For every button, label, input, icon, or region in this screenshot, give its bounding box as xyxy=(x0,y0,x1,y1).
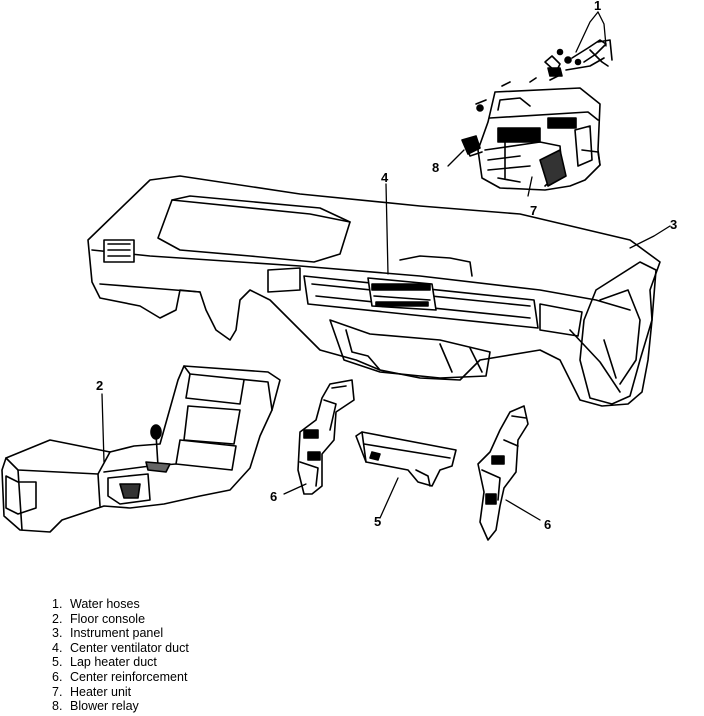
parts-legend: 1.Water hoses 2.Floor console 3.Instrume… xyxy=(52,597,189,714)
callout-2: 2 xyxy=(96,378,103,393)
callout-4: 4 xyxy=(381,170,389,185)
water-hoses xyxy=(501,39,613,87)
legend-item: 3.Instrument panel xyxy=(52,626,164,641)
legend-item: 2.Floor console xyxy=(52,611,146,626)
legend-item: 5.Lap heater duct xyxy=(52,655,157,670)
callout-5: 5 xyxy=(374,514,381,529)
callout-8: 8 xyxy=(432,160,439,175)
leader-lines xyxy=(101,11,671,521)
legend-item: 6.Center reinforcement xyxy=(52,669,188,684)
legend-item: 4.Center ventilator duct xyxy=(52,640,189,655)
callout-6-left: 6 xyxy=(270,489,277,504)
heater-unit xyxy=(477,87,601,191)
callout-1: 1 xyxy=(594,0,601,13)
blower-relay xyxy=(461,99,487,157)
legend-item: 7.Heater unit xyxy=(52,684,132,699)
callout-3: 3 xyxy=(670,217,677,232)
center-reinforcement-right xyxy=(477,405,529,541)
callout-7: 7 xyxy=(530,203,537,218)
legend-item: 8.Blower relay xyxy=(52,699,139,714)
legend-item: 1.Water hoses xyxy=(52,597,140,611)
center-reinforcement-left xyxy=(297,379,355,495)
lap-heater-duct xyxy=(355,431,457,487)
callout-6-right: 6 xyxy=(544,517,551,532)
center-ventilator-duct xyxy=(367,277,437,311)
callout-numbers: 1 4 3 2 6 5 6 7 8 xyxy=(96,0,677,532)
floor-console xyxy=(1,365,281,533)
